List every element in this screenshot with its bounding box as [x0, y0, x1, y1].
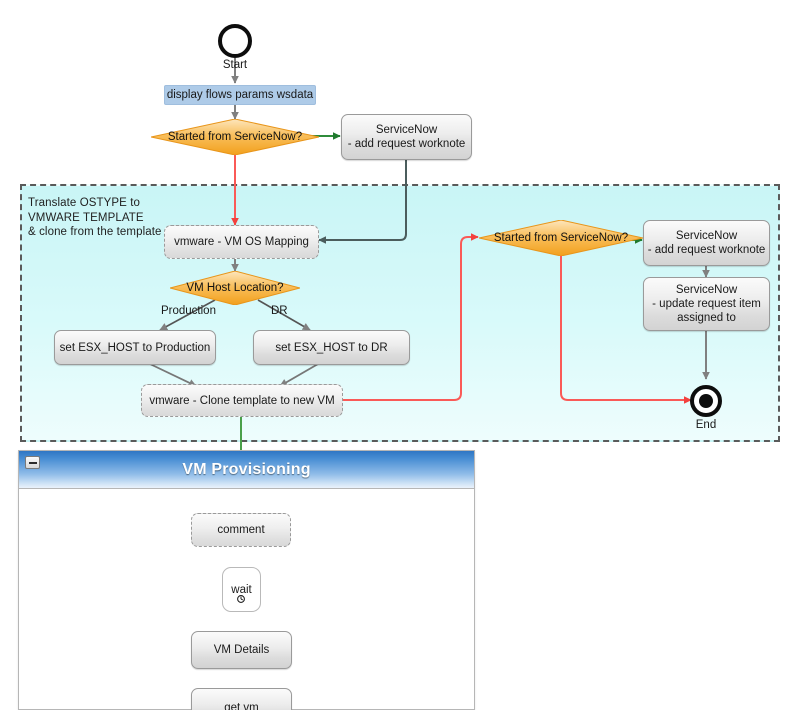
decision-label: Started from ServiceNow? [167, 131, 303, 143]
node-vmware-vm-os-mapping[interactable]: vmware - VM OS Mapping [164, 225, 319, 259]
vm-provisioning-panel-header: VM Provisioning [19, 451, 474, 489]
diamond-shape [151, 119, 319, 155]
collapse-icon[interactable] [25, 456, 40, 469]
node-servicenow-add-request-worknote-top[interactable]: ServiceNow - add request worknote [341, 114, 472, 160]
node-set-esx-host-to-dr[interactable]: set ESX_HOST to DR [253, 330, 410, 365]
vm-provisioning-panel-title: VM Provisioning [182, 460, 311, 478]
decision-started-from-servicenow-right[interactable]: Started from ServiceNow? [479, 220, 643, 256]
decision-label: VM Host Location? [186, 282, 284, 294]
decision-label: Started from ServiceNow? [493, 232, 629, 244]
diamond-shape [170, 271, 300, 305]
edge-label-production: Production [161, 305, 216, 317]
node-vm-details[interactable]: VM Details [191, 631, 292, 669]
end-node[interactable] [690, 385, 722, 417]
node-servicenow-add-request-worknote-right[interactable]: ServiceNow - add request worknote [643, 220, 770, 266]
node-get-vm[interactable]: get vm [191, 688, 292, 710]
node-comment[interactable]: comment [191, 513, 291, 547]
group-container-note: Translate OSTYPE to VMWARE TEMPLATE & cl… [28, 197, 162, 238]
node-wait[interactable]: wait [222, 567, 261, 612]
start-node[interactable] [218, 24, 252, 58]
node-vmware-clone-template-to-new-vm[interactable]: vmware - Clone template to new VM [141, 384, 343, 417]
node-set-esx-host-to-production[interactable]: set ESX_HOST to Production [54, 330, 216, 365]
start-label: Start [222, 59, 248, 71]
node-display-flows-params-wsdata[interactable]: display flows params wsdata [164, 85, 316, 105]
decision-started-from-servicenow-top[interactable]: Started from ServiceNow? [151, 119, 319, 155]
end-label: End [695, 419, 717, 431]
node-servicenow-update-request-item[interactable]: ServiceNow - update request item assigne… [643, 277, 770, 331]
edge-label-dr: DR [271, 305, 288, 317]
end-node-core [699, 394, 713, 408]
diamond-shape [479, 220, 643, 256]
decision-vm-host-location[interactable]: VM Host Location? [170, 271, 300, 305]
